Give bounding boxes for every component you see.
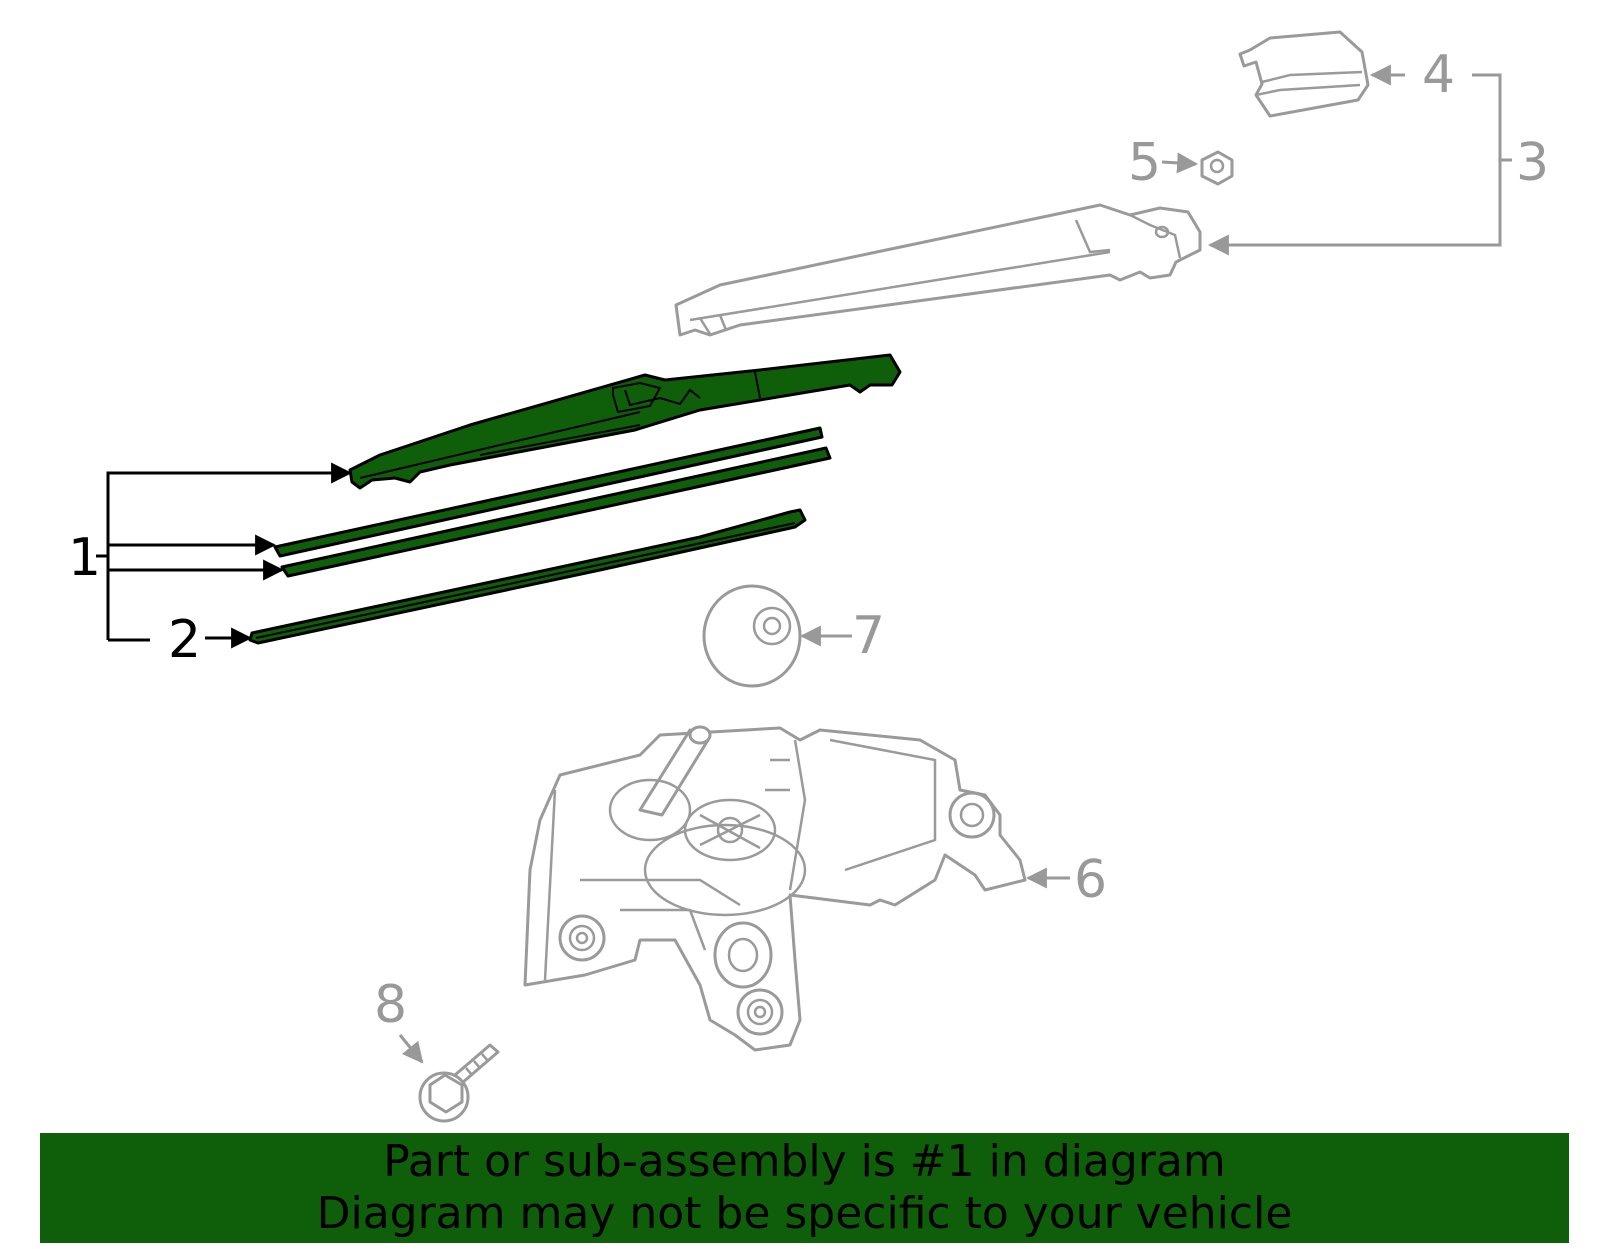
part-1-blade-rail-upper[interactable] (273, 426, 824, 558)
callout-4: 4 (1422, 45, 1455, 105)
info-banner: Part or sub-assembly is #1 in diagram Di… (40, 1133, 1569, 1243)
callout-2: 2 (168, 610, 201, 670)
callout-6: 6 (1074, 850, 1107, 910)
part-1-blade-rail-lower[interactable] (280, 446, 832, 578)
banner-line-2: Diagram may not be specific to your vehi… (316, 1188, 1293, 1239)
part-3-wiper-arm[interactable] (674, 203, 1202, 337)
part-7-grommet[interactable] (702, 584, 802, 688)
leaders-black (96, 462, 353, 649)
leaders-grey (398, 64, 1512, 1064)
part-1-wiper-blade-assembly[interactable] (348, 353, 902, 490)
callout-1: 1 (68, 528, 101, 588)
part-8-bolt[interactable] (418, 1043, 500, 1123)
callout-8: 8 (374, 975, 407, 1035)
part-6-wiper-motor[interactable] (523, 725, 1027, 1052)
part-5-nut[interactable] (1200, 150, 1234, 186)
part-4-arm-cap[interactable] (1238, 30, 1370, 118)
callout-3: 3 (1516, 133, 1549, 193)
part-2-blade-refill[interactable] (248, 508, 807, 645)
callout-5: 5 (1128, 133, 1161, 193)
banner-line-1: Part or sub-assembly is #1 in diagram (383, 1136, 1226, 1187)
callout-7: 7 (852, 606, 885, 666)
